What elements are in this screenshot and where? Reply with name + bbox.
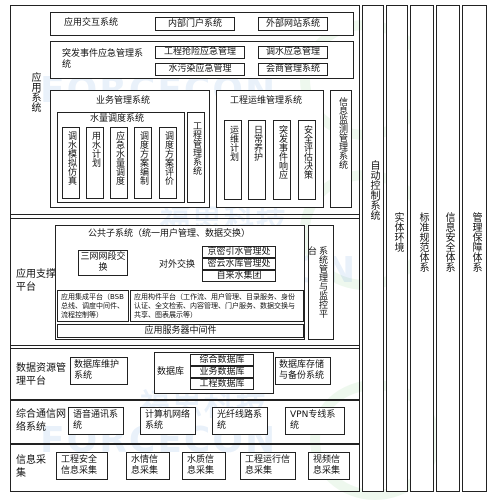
- ops-item-3: 突发事件响应: [273, 120, 291, 200]
- physical-env-label: 实体环境: [392, 212, 403, 252]
- emergency-item-2: 调水应急管理: [258, 46, 328, 59]
- support-section: [10, 218, 360, 346]
- portal-box: 内部门户系统: [155, 17, 235, 31]
- dispatch-item-2: 用水计划: [86, 127, 104, 199]
- standards-column: [410, 5, 434, 492]
- security-column: [436, 5, 460, 492]
- collection-item-2: 水情信息采集: [126, 452, 170, 480]
- db-2: 业务数据库: [190, 366, 254, 378]
- emergency-title: 突发事件应急管理系统: [62, 49, 144, 70]
- emergency-item-4: 会商管理系统: [258, 63, 328, 76]
- network-item-2: 计算机网络系统: [140, 407, 196, 435]
- db-3: 工程数据库: [190, 378, 254, 390]
- ops-title: 工程运维管理系统: [230, 96, 303, 106]
- public-subsystem: [55, 225, 305, 340]
- physical-env-column: [386, 5, 408, 492]
- dispatch-item-5: 调度方案评价: [159, 127, 177, 199]
- auto-control-label: 自动控制系统: [368, 160, 379, 220]
- network-label: 综合通信网络系统: [16, 409, 66, 433]
- external-site-box: 外部网站系统: [258, 17, 328, 31]
- dispatch-item-1: 调水模拟仿真: [62, 127, 80, 199]
- dispatch-item-4: 调度方案编制: [134, 127, 152, 199]
- ops-item-2: 日常养护: [248, 120, 266, 200]
- emergency-item-3: 水污染应急管理: [155, 63, 245, 76]
- db-1: 综合数据库: [190, 354, 254, 366]
- ops-item-1: 运维计划: [224, 120, 242, 200]
- dispatch-item-3: 应急水量调度: [110, 127, 128, 199]
- support-label: 应用支撑平台: [16, 269, 56, 293]
- three-net-exchange: 三网网段交换: [78, 250, 128, 276]
- agency-3: 自来水集团: [202, 270, 276, 282]
- collection-section: [10, 444, 360, 492]
- management-column: [462, 5, 487, 492]
- standards-label: 标准规范体系: [417, 212, 428, 272]
- network-item-4: VPN专线系统: [285, 407, 345, 435]
- app-system-section: [10, 5, 360, 215]
- management-label: 管理保障体系: [470, 212, 481, 272]
- collection-item-1: 工程安全信息采集: [56, 452, 108, 480]
- ops-item-4: 安全评估决策: [298, 120, 316, 200]
- db-storage-backup: 数据库存储与备份系统: [275, 357, 331, 385]
- db-maintenance: 数据库维护系统: [70, 357, 128, 385]
- collection-label: 信息采集: [16, 455, 46, 479]
- interaction-title: 应用交互系统: [64, 18, 119, 28]
- auto-control-column: [362, 5, 384, 492]
- sys-mgmt-monitor: 系统管理与监控平台: [306, 225, 334, 340]
- collection-item-3: 水质信息采集: [182, 452, 226, 480]
- network-item-3: 光纤线路系统: [212, 407, 268, 435]
- collection-item-5: 视频信息采集: [308, 452, 350, 480]
- app-integration-platform: 应用集成平台（BSB总线、调度中间件、流程控制等）: [57, 290, 129, 322]
- db-label: 数据库: [157, 367, 185, 377]
- component-platform: 应用构件平台（工作流、用户管理、目录服务、身份认证、全文检索、内容管理、门户服务…: [130, 290, 304, 322]
- public-subsystem-title: 公共子系统（统一用户管理、数据交换）: [88, 229, 251, 239]
- network-section: [10, 400, 360, 444]
- external-exchange: 对外交换: [159, 260, 196, 270]
- security-label: 信息安全体系: [443, 212, 454, 272]
- dispatch-title: 水量调度系统: [90, 114, 145, 124]
- app-server-middleware: 应用服务器中间件: [57, 324, 304, 338]
- monitor-system: 信息监测管理系统: [330, 90, 352, 208]
- network-item-1: 语音通讯系统: [68, 407, 124, 435]
- data-section: [10, 348, 360, 400]
- agency-1: 京密引水管理处: [202, 246, 276, 258]
- business-title: 业务管理系统: [96, 96, 151, 106]
- app-system-label: 应用系统: [29, 72, 40, 112]
- collection-item-4: 工程运行信息采集: [240, 452, 296, 480]
- agency-2: 密云水库管理处: [202, 258, 276, 270]
- data-label: 数据资源管理平台: [16, 363, 66, 387]
- emergency-item-1: 工程抢险应急管理: [155, 46, 245, 59]
- engineering-mgmt: 工程管理系统: [187, 112, 205, 203]
